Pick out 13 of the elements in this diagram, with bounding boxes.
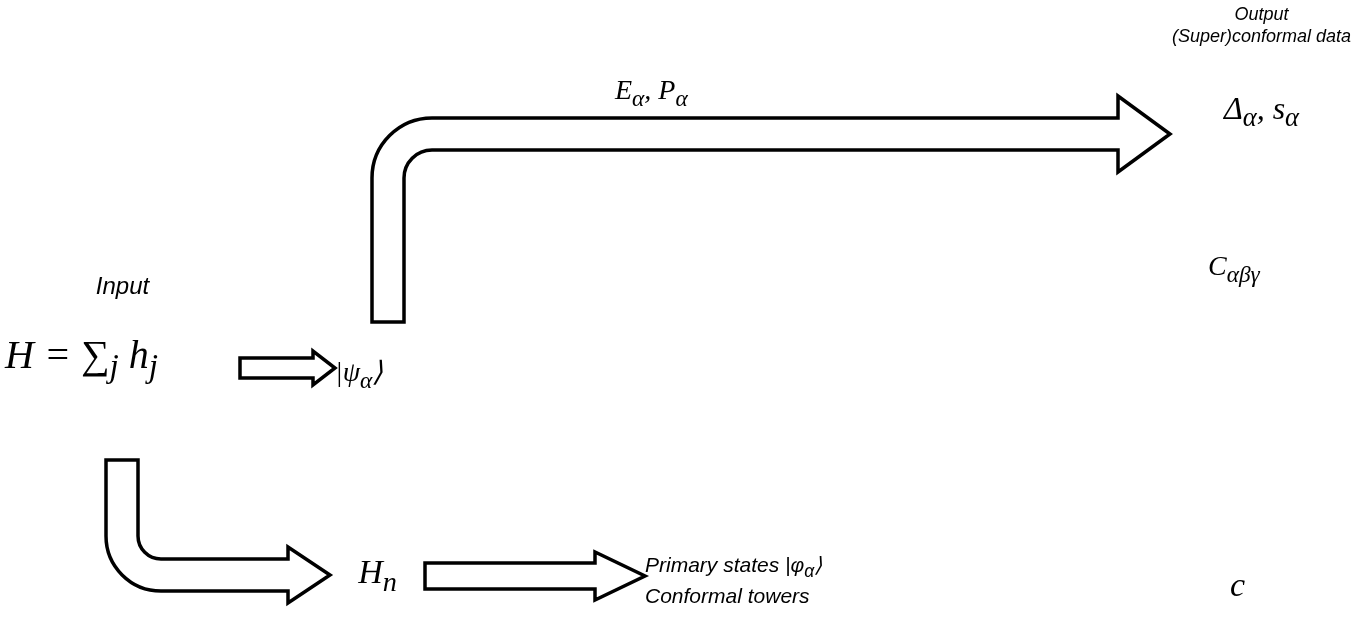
block-arrow [104,458,332,605]
operator-formula: H$_{n}$ [357,551,398,599]
hamiltonian-formula: H = ∑$_{j}$ h$_{j}$ [5,330,159,386]
conformal-data-formula: Δ$_{α}$, s$_{α}$ [1222,89,1301,134]
input-heading: Input [94,272,151,301]
block-arrow [238,347,338,389]
output-heading: Output (Super)conformal data [1170,4,1353,48]
state-formula: |ψ$_{α}$⟩ [335,355,385,395]
central-charge-symbol: c [1230,566,1246,604]
block-arrow [370,94,1172,324]
block-arrow [423,549,650,603]
structure-constant-formula: C$_{αβγ}$ [1208,250,1260,288]
primary-states-text: Primary states |φ$_{α}$⟩ Conformal towers [645,552,824,608]
